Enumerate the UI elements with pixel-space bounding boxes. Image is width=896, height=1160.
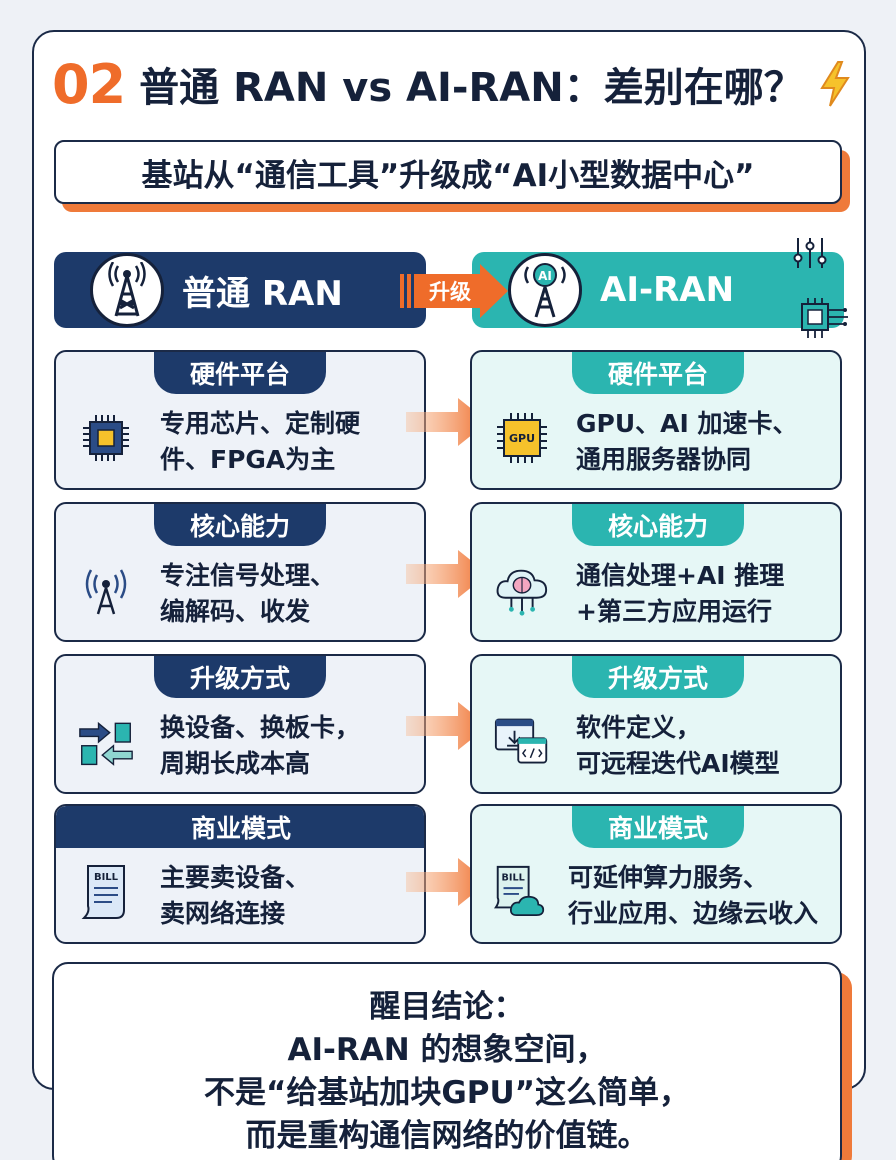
- conclusion-heading: 醒目结论：: [369, 989, 525, 1025]
- panel-text: 可延伸算力服务、 行业应用、边缘云收入: [568, 863, 819, 928]
- panel-tag: 商业模式: [56, 806, 424, 848]
- panel-tag: 升级方式: [572, 656, 744, 698]
- panel-regular-upgrade: 升级方式 换设备、换板卡， 周期长成本高: [54, 654, 426, 794]
- antenna-signal-icon: [78, 562, 134, 618]
- bill-cloud-icon: BILL: [490, 864, 546, 920]
- cloud-brain-icon: [494, 562, 550, 618]
- gpu-chip-icon: GPU: [494, 410, 550, 466]
- panel-regular-business: 商业模式 BILL 主要卖设备、 卖网络连接: [54, 804, 426, 944]
- ai-tower-label: AI: [538, 269, 552, 283]
- header-ai-ran: AI AI-RAN: [472, 252, 844, 328]
- bill-label: BILL: [94, 872, 119, 883]
- chip-icon: [78, 410, 134, 466]
- conclusion-line: AI-RAN 的想象空间，: [287, 1032, 607, 1068]
- conclusion-line: 而是重构通信网络的价值链。: [245, 1118, 649, 1154]
- arrow-right-icon: [406, 702, 488, 750]
- panel-text: 软件定义， 可远程迭代AI模型: [576, 713, 780, 778]
- gpu-chip-label: GPU: [509, 432, 535, 445]
- section-number: 02: [52, 52, 126, 116]
- panel-text: 通信处理+AI 推理 +第三方应用运行: [576, 561, 785, 626]
- subtitle-banner: 基站从“通信工具”升级成“AI小型数据中心”: [54, 140, 842, 204]
- header-regular-ran: 普通 RAN: [54, 252, 426, 328]
- upgrade-arrow: [400, 264, 508, 318]
- panel-tag: 商业模式: [572, 806, 744, 848]
- bill-cloud-label: BILL: [502, 872, 525, 883]
- panel-regular-capability: 核心能力 专注信号处理、 编解码、收发: [54, 502, 426, 642]
- lightning-icon: [819, 61, 850, 107]
- swap-board-icon: [78, 714, 134, 770]
- conclusion-box: 醒目结论： AI-RAN 的想象空间， 不是“给基站加块GPU”这么简单， 而是…: [52, 962, 842, 1160]
- upgrade-label: 升级: [429, 280, 471, 304]
- panel-tag: 硬件平台: [154, 352, 326, 394]
- panel-ai-upgrade: 升级方式 软件定义， 可远程迭代AI模型: [470, 654, 842, 794]
- conclusion-line: 不是“给基站加块GPU”这么简单，: [203, 1075, 691, 1111]
- panel-text: 专注信号处理、 编解码、收发: [160, 561, 336, 626]
- panel-tag: 核心能力: [572, 504, 744, 546]
- title-row: 02 普通 RAN vs AI-RAN：差别在哪？: [52, 52, 852, 116]
- bill-icon: BILL: [78, 864, 134, 920]
- software-window-icon: [494, 714, 550, 770]
- sliders-icon: [793, 238, 827, 268]
- header-right-label: AI-RAN: [600, 270, 735, 310]
- panel-tag: 升级方式: [154, 656, 326, 698]
- panel-text: GPU、AI 加速卡、 通用服务器协同: [576, 409, 798, 474]
- circuit-chip-icon: [801, 298, 848, 338]
- arrow-right-icon: [406, 858, 488, 906]
- panel-regular-hardware: 硬件平台 专用芯片、定制硬 件、FPGA为主: [54, 350, 426, 490]
- panel-text: 主要卖设备、 卖网络连接: [160, 863, 311, 928]
- tower-icon: [90, 253, 164, 327]
- page-title: 普通 RAN vs AI-RAN：差别在哪？: [139, 65, 804, 111]
- panel-tag: 核心能力: [154, 504, 326, 546]
- panel-ai-business: 商业模式 BILL 可延伸算力服务、 行业应用、边缘云收入: [470, 804, 842, 944]
- panel-text: 专用芯片、定制硬 件、FPGA为主: [160, 409, 361, 474]
- panel-ai-hardware: 硬件平台 GPU GPU、AI 加速卡、 通用服务器协同: [470, 350, 842, 490]
- panel-ai-capability: 核心能力 通信处理+AI 推理 +第三方应用运行: [470, 502, 842, 642]
- panel-tag: 硬件平台: [572, 352, 744, 394]
- ai-tower-icon: AI: [508, 253, 582, 327]
- arrow-right-icon: [406, 550, 488, 598]
- panel-text: 换设备、换板卡， 周期长成本高: [160, 713, 361, 778]
- header-left-label: 普通 RAN: [182, 273, 343, 314]
- arrow-right-icon: [406, 398, 488, 446]
